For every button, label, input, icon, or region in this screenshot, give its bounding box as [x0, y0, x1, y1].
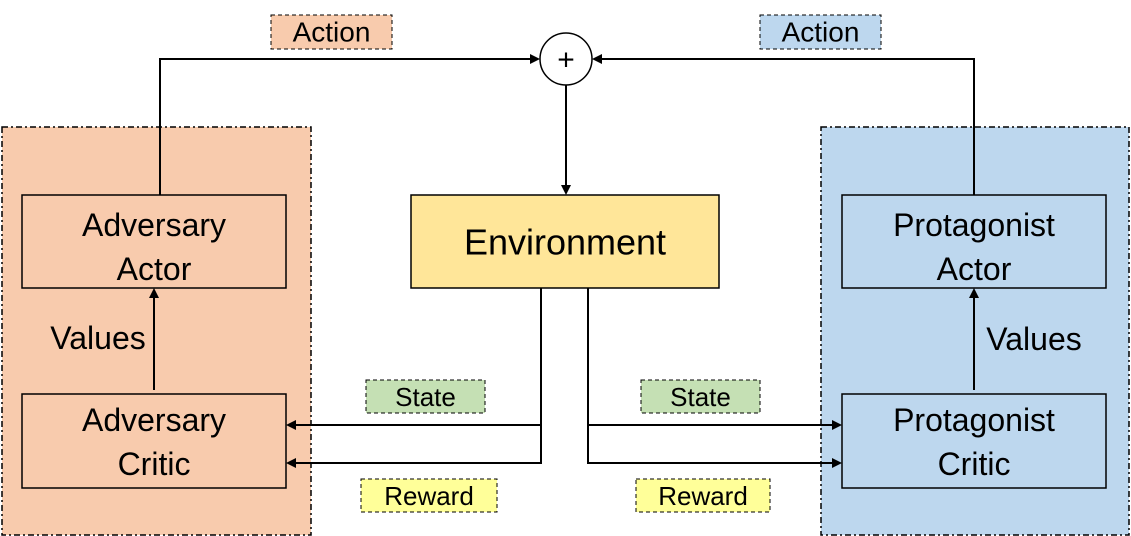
adversary-state-tag: [365, 379, 486, 414]
adversary-critic-label-line1: Adversary: [82, 402, 226, 438]
adversary-actor-label-line1: Adversary: [82, 207, 226, 243]
protagonist-critic-label-line2: Critic: [938, 446, 1011, 482]
adversary-critic-label-line2: Critic: [118, 446, 191, 482]
environment-label: Environment: [464, 222, 666, 263]
protagonist-reward-tag: [635, 478, 771, 513]
environment-to-adversary-reward-arrow: [286, 425, 542, 468]
protagonist-values-label: Values: [986, 321, 1081, 357]
protagonist-reward-label: Reward: [658, 481, 748, 511]
protagonist-actor-label-line1: Protagonist: [893, 207, 1055, 243]
adversary-reward-tag: [360, 478, 498, 513]
protagonist-critic-box: [841, 393, 1107, 489]
adversary-state-label: State: [395, 382, 456, 412]
protagonist-action-tag: [759, 14, 882, 50]
adversary-values-label: Values: [50, 320, 145, 356]
protagonist-actor-box: [841, 194, 1107, 289]
protagonist-state-tag: [640, 379, 761, 414]
adversary-action-tag: [270, 14, 393, 50]
adversary-actor-label-line2: Actor: [117, 251, 192, 287]
protagonist-action-label: Action: [782, 17, 860, 48]
protagonist-critic-label-line1: Protagonist: [893, 402, 1055, 438]
adversary-action-arrow: [159, 54, 540, 195]
environment-to-protagonist-reward-arrow: [587, 425, 842, 468]
adversary-action-label: Action: [293, 17, 371, 48]
protagonist-state-label: State: [670, 382, 731, 412]
adversary-reward-label: Reward: [384, 481, 474, 511]
combiner-plus-symbol: +: [557, 44, 575, 77]
adversary-actor-box: [21, 194, 287, 289]
environment-box: [410, 194, 720, 289]
protagonist-actor-label-line2: Actor: [937, 251, 1012, 287]
protagonist-action-arrow: [592, 54, 975, 195]
adversary-critic-box: [21, 393, 287, 489]
